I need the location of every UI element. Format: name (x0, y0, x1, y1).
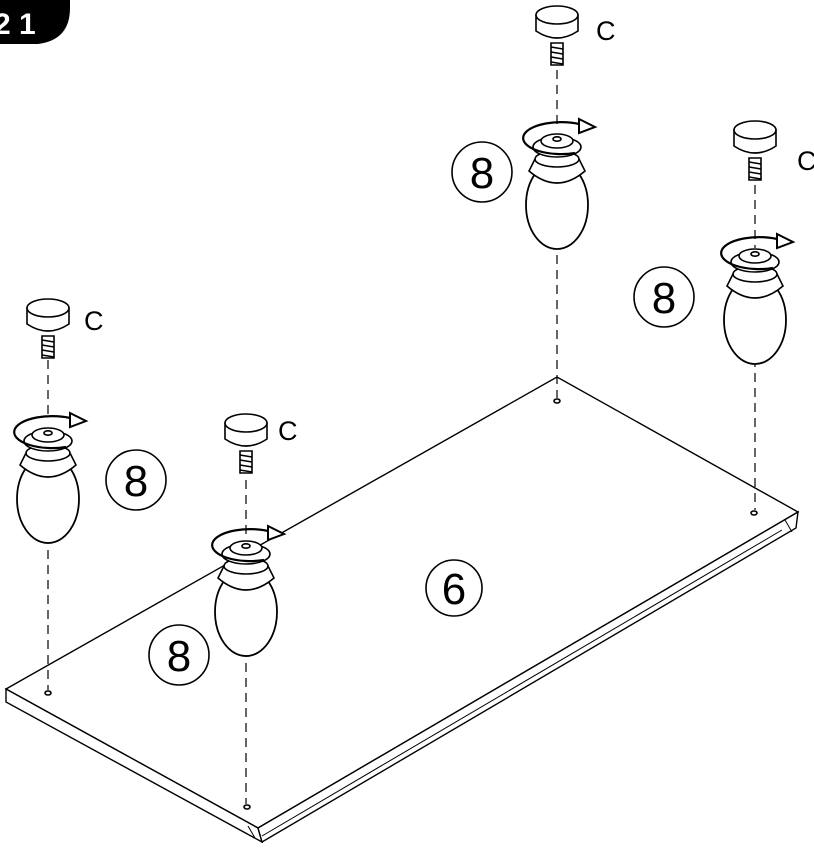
svg-text:C: C (278, 416, 298, 446)
step-number: 2 1 (0, 8, 36, 41)
svg-text:8: 8 (470, 149, 494, 198)
leg-8 (13, 411, 88, 545)
svg-text:C: C (596, 16, 616, 46)
leg-assembly: C 8 (13, 298, 167, 545)
svg-text:8: 8 (124, 457, 148, 506)
leg-assembly: C 8 (451, 5, 616, 251)
hole (553, 398, 561, 404)
svg-text:C: C (797, 146, 814, 176)
leg-8 (522, 117, 597, 251)
glider-c (26, 298, 70, 359)
leg-assembly: C 8 (148, 413, 298, 686)
leg-8 (720, 232, 795, 366)
leg-assembly: C 8 (633, 120, 814, 366)
svg-text:6: 6 (442, 565, 466, 614)
step-badge: 2 1 (0, 0, 70, 44)
hole (44, 690, 52, 696)
hole (243, 804, 251, 810)
svg-text:8: 8 (167, 632, 191, 681)
hole (750, 510, 758, 516)
glider-c (535, 5, 579, 66)
panel-6 (4, 376, 800, 844)
glider-c (224, 413, 268, 474)
glider-c (733, 120, 777, 181)
svg-text:C: C (84, 306, 104, 336)
panel-label: 6 (425, 559, 483, 617)
svg-text:8: 8 (652, 274, 676, 323)
